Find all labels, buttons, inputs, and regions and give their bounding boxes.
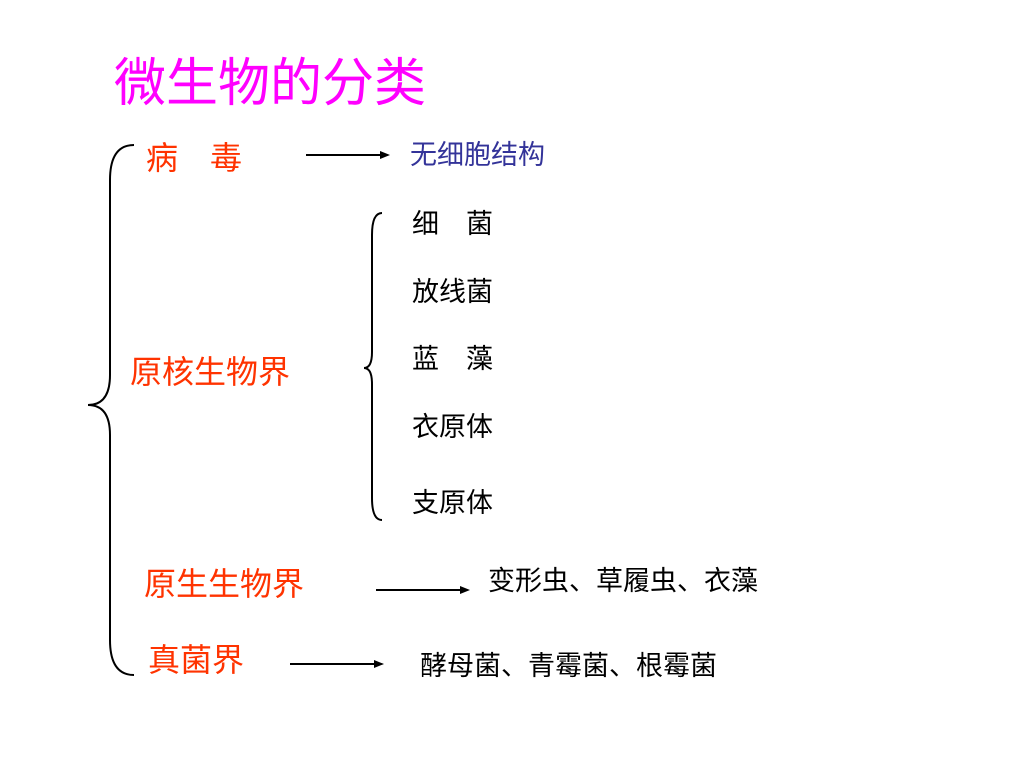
prokaryote-member: 放线菌 [412, 277, 493, 308]
arrow-fungi [290, 660, 384, 668]
prokaryote-member: 衣原体 [412, 412, 493, 443]
protist-examples: 变形虫、草履虫、衣藻 [488, 566, 758, 597]
category-prokaryote: 原核生物界 [130, 353, 291, 391]
virus-description: 无细胞结构 [410, 140, 545, 171]
category-protist: 原生生物界 [144, 565, 305, 603]
prokaryote-member: 细 菌 [412, 209, 493, 240]
prokaryote-brace [363, 212, 383, 521]
fungi-examples: 酵母菌、青霉菌、根霉菌 [420, 651, 717, 682]
category-virus: 病 毒 [146, 139, 243, 177]
arrow-protist [376, 586, 470, 594]
arrow-virus [306, 151, 390, 159]
main-brace [87, 144, 135, 676]
prokaryote-member: 支原体 [412, 488, 493, 519]
prokaryote-member: 蓝 藻 [412, 344, 493, 375]
slide-title: 微生物的分类 [114, 54, 427, 114]
category-fungi: 真菌界 [148, 641, 245, 679]
